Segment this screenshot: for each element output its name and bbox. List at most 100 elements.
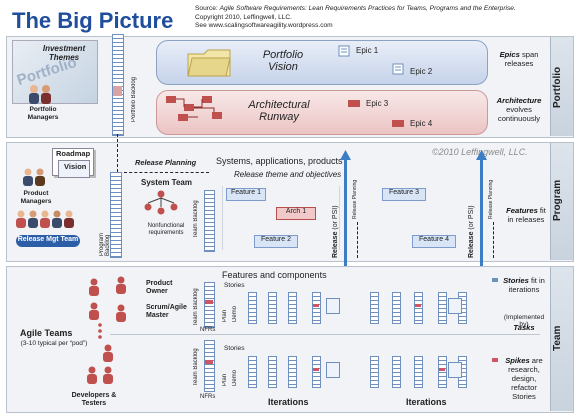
developers-testers-label: Developers & Testers xyxy=(71,392,117,407)
tasks-label: Tasks xyxy=(513,323,535,332)
sprint-column xyxy=(414,356,423,388)
release-mgt-team-label: Release Mgt Team xyxy=(17,236,79,243)
iterations-2-label: Iterations xyxy=(406,397,447,407)
epic-2-doc-icon xyxy=(392,63,404,75)
sprint-column xyxy=(370,292,379,324)
release-2-label: Release (or PSI) xyxy=(468,205,475,258)
release-1-planning-label: Release Planning xyxy=(352,179,358,219)
system-team-label: System Team xyxy=(141,178,192,187)
architecture-description: Architecture evolves continuously xyxy=(496,96,542,123)
team-backlog-2-stack xyxy=(204,340,215,392)
sprint-column xyxy=(312,356,321,388)
portfolio-to-program-dashed-arrow xyxy=(117,134,118,172)
spike-item xyxy=(439,368,445,371)
system-team-backlog-stack xyxy=(204,190,215,252)
implemented-by-label: (Implemented by) xyxy=(503,314,545,328)
release-mgt-team-icon xyxy=(16,210,74,228)
investment-themes-box xyxy=(12,40,98,104)
iteration-box xyxy=(448,362,462,378)
iteration-box xyxy=(448,298,462,314)
product-managers-label: Product Managers xyxy=(20,190,52,205)
iteration-box xyxy=(326,298,340,314)
epic-3-label: Epic 3 xyxy=(366,99,389,108)
sprint-column xyxy=(312,292,321,324)
features-description: Features fit in releases xyxy=(506,206,546,224)
feature-1: Feature 1 xyxy=(226,188,266,201)
product-managers-icon xyxy=(23,168,45,186)
vision-folder-icon xyxy=(187,49,231,77)
feature-4: Feature 4 xyxy=(412,235,456,248)
plan-2-label: Plan xyxy=(222,373,228,386)
program-side-band xyxy=(550,143,573,260)
scrum-master-label: Scrum/Agile Master xyxy=(146,304,187,319)
portfolio-managers-icon xyxy=(29,85,51,104)
release-planning-label: Release Planning xyxy=(135,158,197,167)
release-planning-dashed-line xyxy=(124,172,209,173)
epic-4-block xyxy=(392,120,404,127)
release-2-planning-label: Release Planning xyxy=(488,179,494,219)
release-2-arrowhead xyxy=(476,150,487,160)
spikes-swatch xyxy=(492,358,498,362)
release-mgt-team-pill xyxy=(16,235,80,247)
release-1-arrowhead xyxy=(340,150,351,160)
demo-2-label: Demo xyxy=(232,369,238,386)
release-1-dashed-line xyxy=(357,222,358,258)
spike-item xyxy=(313,304,319,307)
sprint-column xyxy=(392,356,401,388)
epic-2-label: Epic 2 xyxy=(410,67,433,76)
system-team-backlog-label: Team Backlog xyxy=(193,200,199,238)
runway-diagram-icon xyxy=(166,96,222,121)
vision-doc xyxy=(58,160,90,178)
team-backlog-1-red xyxy=(205,300,213,304)
stories-description: Stories fit in iterations xyxy=(503,276,545,294)
spikes-description: Spikes are research, design, refactor St… xyxy=(505,356,543,401)
program-heading: Systems, applications, products xyxy=(216,156,343,166)
architectural-runway-pill xyxy=(156,90,488,135)
plan-1-label: Plan xyxy=(222,309,228,322)
stories-swatch xyxy=(492,278,498,282)
iterations-1-label: Iterations xyxy=(268,397,309,407)
portfolio-backlog-stack xyxy=(112,34,124,136)
spike-item xyxy=(415,304,421,307)
epic-4-label: Epic 4 xyxy=(410,119,433,128)
investment-themes-label: Investment Themes xyxy=(42,44,86,62)
release-1-guide xyxy=(222,186,340,250)
demo-1-label: Demo xyxy=(232,305,238,322)
iteration-box xyxy=(326,362,340,378)
portfolio-backlog-label: Portfolio Backlog xyxy=(131,76,137,122)
portfolio-side-label: Portfolio xyxy=(552,66,563,108)
epic-1-doc-icon xyxy=(338,45,350,57)
sprint-column xyxy=(268,356,277,388)
sprint-column xyxy=(414,292,423,324)
system-team-icon xyxy=(144,190,178,215)
nfr-label: Nonfunctional requirements xyxy=(147,223,185,236)
page-title: The Big Picture xyxy=(12,8,174,33)
portfolio-side-band xyxy=(550,37,573,136)
release-2-dashed-line xyxy=(493,222,494,258)
portfolio-managers-label: Portfolio Managers xyxy=(27,106,59,121)
roadmap-label: Roadmap xyxy=(56,149,91,158)
team-backlog-1-stack xyxy=(204,282,215,328)
sprint-column xyxy=(438,356,447,388)
team-backlog-1-label: Team Backlog xyxy=(193,288,199,326)
vision-label: Vision xyxy=(64,162,87,171)
spike-item xyxy=(313,368,319,371)
feature-2: Feature 2 xyxy=(254,235,298,248)
sprint-column xyxy=(268,292,277,324)
team-side-label: Team xyxy=(552,325,563,351)
sprint-column xyxy=(248,356,257,388)
team-members-icon xyxy=(87,278,113,384)
program-side-label: Program xyxy=(552,179,563,221)
team-divider xyxy=(110,334,540,335)
epic-1-label: Epic 1 xyxy=(356,46,379,55)
epics-description: Epics span releases xyxy=(499,50,539,68)
program-backlog-label: Program Backlog xyxy=(99,232,111,256)
program-copyright: ©2010 Leffingwell, LLC. xyxy=(432,147,528,157)
product-owner-icon xyxy=(116,276,126,294)
program-subheading: Release theme and objectives xyxy=(234,170,342,179)
team-backlog-2-label: Team Backlog xyxy=(193,348,199,386)
epic-3-block xyxy=(348,100,360,107)
scrum-master-icon xyxy=(116,304,126,322)
sprint-column xyxy=(288,292,297,324)
